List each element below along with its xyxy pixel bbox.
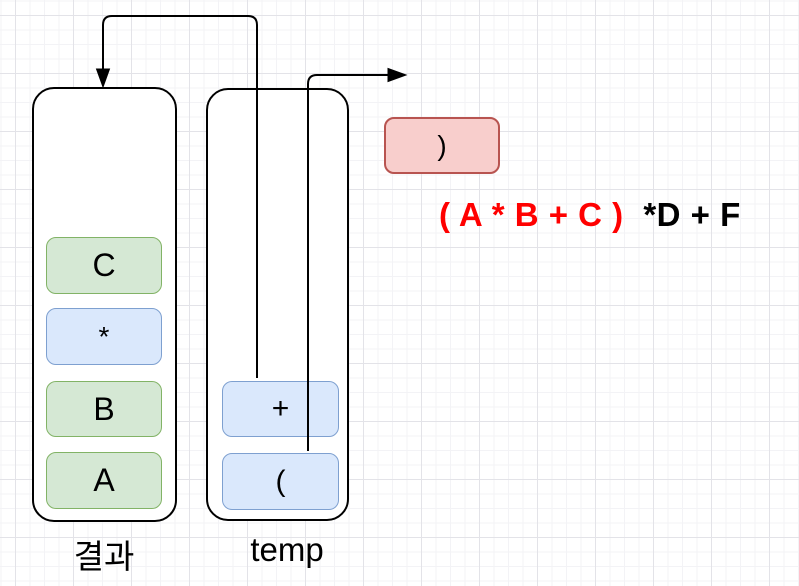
stack-item: A (46, 452, 162, 509)
stack-item: ( (222, 453, 339, 510)
stack-item: + (222, 381, 339, 437)
current-token-box: ) (384, 117, 500, 174)
temp-stack-label: temp (250, 531, 324, 568)
stack-item: C (46, 237, 162, 294)
stack-item: * (46, 308, 162, 365)
result-stack-container: C * B A (32, 87, 177, 522)
expression-remaining: *D + F (643, 196, 741, 233)
expression-text: ( A * B + C ) *D + F (439, 196, 741, 234)
temp-stack-container: + ( (206, 88, 349, 521)
expression-processed: ( A * B + C ) (439, 196, 624, 233)
stack-item: B (46, 381, 162, 437)
result-stack-label: 결과 (73, 538, 135, 575)
